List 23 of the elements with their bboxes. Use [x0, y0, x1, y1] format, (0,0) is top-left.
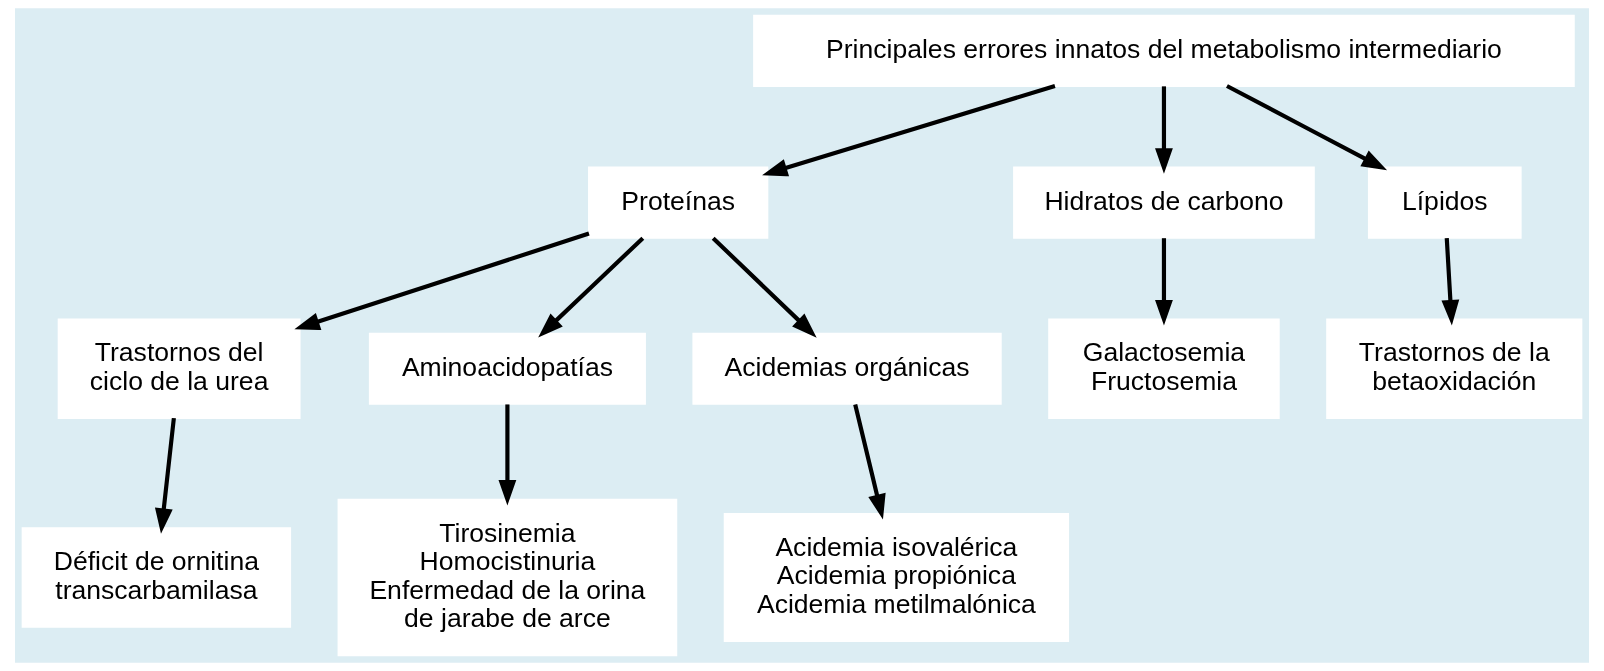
arrow [154, 417, 176, 534]
node-box: Acidemia isovalérica Acidemia propiónica Acidemia metilmalónica [723, 512, 1070, 642]
arrow [1441, 238, 1460, 326]
arrow [1155, 238, 1173, 326]
arrow [853, 403, 886, 520]
node-box: Hidratos de carbono [1013, 166, 1315, 239]
node-box: Principales errores innatos del metabolismo intermediario [753, 14, 1575, 87]
node-box: Proteínas [588, 166, 769, 239]
arrow [1226, 84, 1388, 171]
node-box: Aminoacidopatías [368, 332, 646, 405]
arrow [762, 83, 1056, 177]
node-box: Trastornos del ciclo de la urea [57, 318, 301, 419]
arrow [294, 231, 590, 330]
node-box: Galactosemia Fructosemia [1048, 318, 1280, 419]
node-box: Lípidos [1367, 166, 1522, 239]
arrow [538, 236, 645, 338]
node-box: Acidemias orgánicas [692, 332, 1002, 405]
node-box: Trastornos de la betaoxidación [1326, 318, 1583, 419]
arrow [498, 404, 517, 506]
arrow [711, 236, 817, 338]
arrow [1155, 86, 1173, 174]
node-box: Déficit de ornitina transcarbamilasa [21, 527, 292, 628]
node-box: Tirosinemia Homocistinuria Enfermedad de la orina de jarabe de arce [337, 498, 678, 657]
